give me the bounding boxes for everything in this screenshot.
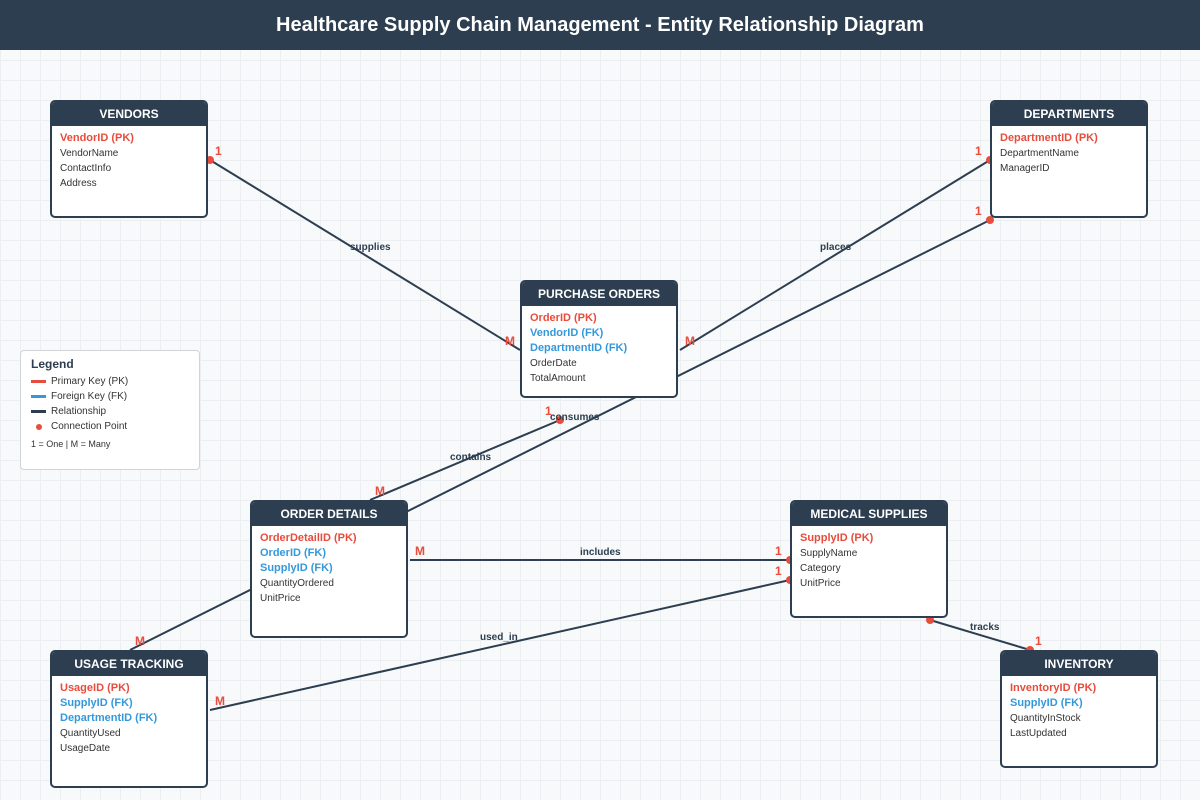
connection-point-icon [556,416,564,424]
relationship-line-tracks [929,619,1031,651]
foreign-key-attribute: SupplyID (FK) [60,697,133,709]
entity-title: INVENTORY [1002,652,1156,676]
legend-items: Primary Key (PK) Foreign Key (FK) Relation… [31,374,189,434]
relationship-label-consumes: consumes [550,412,600,423]
cardinality-label: 1 [775,544,782,558]
primary-key-attribute: UsageID (PK) [60,682,130,694]
entity-title: DEPARTMENTS [992,102,1146,126]
attribute-list: InventoryID (PK) SupplyID (FK) QuantityInS… [1002,676,1156,741]
foreign-key-attribute: VendorID (FK) [530,327,604,339]
foreign-key-attribute: DepartmentID (FK) [60,712,158,724]
primary-key-attribute: InventoryID (PK) [1010,682,1097,694]
attribute: OrderDate [530,358,577,369]
cardinality-label: 1 [975,204,982,218]
primary-key-attribute: OrderID (PK) [530,312,597,324]
legend-title: Legend [31,357,74,371]
foreign-key-swatch [31,395,46,398]
entity-title: ORDER DETAILS [252,502,406,526]
legend-item: Foreign Key (FK) [31,389,189,404]
attribute: QuantityUsed [60,728,121,739]
legend: Legend Primary Key (PK) Foreign Key (FK) R… [20,350,200,470]
cardinality-label: M [135,634,145,648]
primary-key-attribute: OrderDetailID (PK) [260,532,357,544]
relationship-line-contains [369,419,561,501]
legend-label: Foreign Key (FK) [51,391,128,402]
relationship-label-places: places [820,242,852,253]
entity-usage-tracking[interactable]: USAGE TRACKING UsageID (PK) SupplyID (FK)… [50,650,208,788]
attribute: ContactInfo [60,163,112,174]
cardinality-label: M [375,484,385,498]
foreign-key-attribute: SupplyID (FK) [1010,697,1083,709]
cardinality-label: M [505,334,515,348]
legend-label: Connection Point [51,421,128,432]
primary-key-attribute: DepartmentID (PK) [1000,132,1098,144]
foreign-key-attribute: OrderID (FK) [260,547,326,559]
attribute: SupplyName [800,548,858,559]
entity-title: USAGE TRACKING [52,652,206,676]
attribute: ManagerID [1000,163,1050,174]
relationship-label-supplies: supplies [350,242,391,253]
legend-label: Primary Key (PK) [51,376,129,387]
cardinality-label: M [415,544,425,558]
relationship-line-places [679,159,991,351]
entity-order-details[interactable]: ORDER DETAILS OrderDetailID (PK) OrderID … [250,500,408,638]
legend-item: Relationship [31,404,189,419]
entity-departments[interactable]: DEPARTMENTS DepartmentID (PK) DepartmentN… [990,100,1148,218]
cardinality-label: 1 [215,144,222,158]
cardinality-label: 1 [545,404,552,418]
foreign-key-attribute: SupplyID (FK) [260,562,333,574]
diagram-title: Healthcare Supply Chain Management - Ent… [0,0,1200,50]
relationship-swatch [31,410,46,413]
attribute: Address [60,178,97,189]
cardinality-label: 1 [975,144,982,158]
primary-key-attribute: SupplyID (PK) [800,532,874,544]
primary-key-attribute: VendorID (PK) [60,132,134,144]
relationship-label-contains: contains [450,452,492,463]
cardinality-label: 1 [1035,634,1042,648]
attribute: DepartmentName [1000,148,1079,159]
cardinality-label: 1 [775,564,782,578]
entity-purchase-orders[interactable]: PURCHASE ORDERS OrderID (PK) VendorID (FK… [520,280,678,398]
relationship-label-tracks: tracks [970,622,1000,633]
attribute: QuantityInStock [1010,713,1081,724]
entity-medical-supplies[interactable]: MEDICAL SUPPLIES SupplyID (PK) SupplyName… [790,500,948,618]
attribute: TotalAmount [530,373,586,384]
relationship-label-includes: includes [580,547,621,558]
cardinality-label: M [685,334,695,348]
attribute-list: OrderDetailID (PK) OrderID (FK) SupplyID (… [252,526,406,606]
entity-inventory[interactable]: INVENTORY InventoryID (PK) SupplyID (FK) Q… [1000,650,1158,768]
legend-item: Connection Point [31,419,189,434]
cardinality-label: M [215,694,225,708]
attribute: LastUpdated [1010,728,1067,739]
entity-title: MEDICAL SUPPLIES [792,502,946,526]
attribute: Category [800,563,841,574]
attribute: UnitPrice [800,578,841,589]
legend-label: Relationship [51,406,107,417]
relationship-line-supplies [209,159,521,351]
attribute: UnitPrice [260,593,301,604]
legend-item: Primary Key (PK) [31,374,189,389]
attribute: UsageDate [60,743,111,754]
foreign-key-attribute: DepartmentID (FK) [530,342,628,354]
entity-title: VENDORS [52,102,206,126]
connection-point-icon [31,423,46,430]
relationship-label-used_in: used_in [480,632,518,643]
attribute-list: OrderID (PK) VendorID (FK) DepartmentID (F… [522,306,676,386]
attribute-list: UsageID (PK) SupplyID (FK) DepartmentID (F… [52,676,206,756]
primary-key-swatch [31,380,46,383]
entity-title: PURCHASE ORDERS [522,282,676,306]
legend-note: 1 = One | M = Many [31,439,111,449]
attribute: VendorName [60,148,119,159]
attribute: QuantityOrdered [260,578,334,589]
